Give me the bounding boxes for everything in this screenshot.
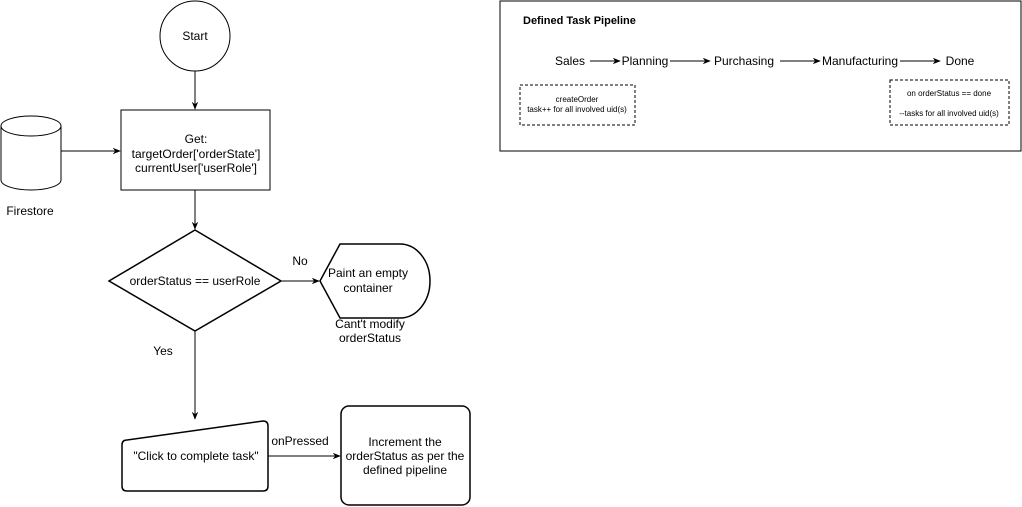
note-right-box bbox=[889, 79, 1010, 126]
display-line-1: Paint an empty bbox=[328, 266, 408, 280]
manual-input-shape: "Click to complete task" bbox=[121, 420, 269, 492]
stage-planning: Planning bbox=[622, 54, 669, 68]
get-line-3: currentUser['userRole'] bbox=[135, 161, 257, 175]
display-shape: Paint an empty container bbox=[319, 243, 431, 319]
no-label: No bbox=[292, 254, 308, 268]
note-left-box bbox=[519, 84, 636, 126]
start-label: Start bbox=[182, 29, 208, 43]
display-note-line-1: Cant't modify bbox=[335, 317, 405, 331]
pipeline-panel: Defined Task Pipeline Sales Planning Pur… bbox=[499, 0, 1022, 152]
stage-done: Done bbox=[946, 54, 975, 68]
note-right-line-1: on orderStatus == done bbox=[907, 89, 992, 98]
note-left-line-2: task++ for all involved uid(s) bbox=[527, 105, 627, 114]
note-right-line-2: --tasks for all involved uid(s) bbox=[899, 109, 999, 118]
decision-diamond: orderStatus == userRole bbox=[107, 229, 283, 332]
firestore-label: Firestore bbox=[6, 204, 54, 218]
stage-purchasing: Purchasing bbox=[714, 54, 774, 68]
process-line-3: defined pipeline bbox=[363, 463, 447, 477]
increment-process-box: Increment the orderStatus as per the def… bbox=[340, 405, 471, 506]
get-line-1: Get: bbox=[185, 132, 208, 146]
stage-manufacturing: Manufacturing bbox=[822, 54, 898, 68]
process-line-1: Increment the bbox=[368, 435, 442, 449]
firestore-datastore-icon bbox=[0, 115, 62, 191]
onpressed-label: onPressed bbox=[271, 434, 328, 448]
manual-input-label: "Click to complete task" bbox=[133, 449, 258, 463]
stage-sales: Sales bbox=[555, 54, 585, 68]
display-line-2: container bbox=[343, 281, 392, 295]
display-note-line-2: orderStatus bbox=[339, 331, 401, 345]
start-node: Start bbox=[159, 0, 231, 72]
decision-label: orderStatus == userRole bbox=[130, 274, 261, 288]
yes-label: Yes bbox=[153, 344, 173, 358]
get-process-box: Get: targetOrder['orderState'] currentUs… bbox=[120, 109, 271, 191]
note-left-line-1: createOrder bbox=[556, 95, 599, 104]
process-line-2: orderStatus as per the bbox=[346, 449, 465, 463]
get-line-2: targetOrder['orderState'] bbox=[132, 147, 261, 161]
pipeline-title: Defined Task Pipeline bbox=[523, 15, 636, 27]
